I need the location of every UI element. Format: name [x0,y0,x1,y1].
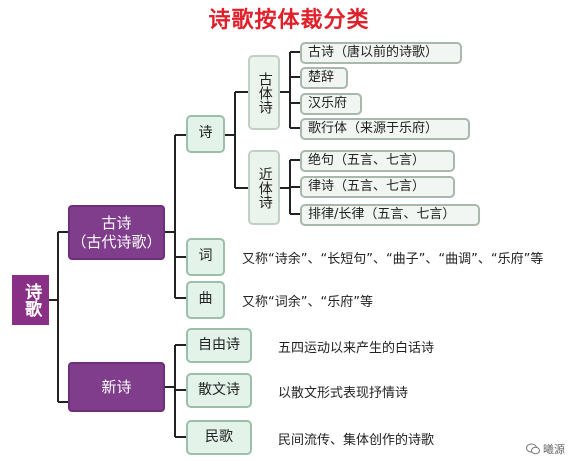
jinti-item-lvshi: 律诗（五言、七言） [300,176,455,198]
qu-description: 又称“词余”、“乐府”等 [242,294,373,310]
guti-item-chuci: 楚辞 [300,67,348,89]
ci-description: 又称“诗余”、“长短句”、“曲子”、“曲调”、“乐府”等 [242,251,544,267]
ziyoushi-node: 自由诗 [186,328,252,363]
sanwenshi-description: 以散文形式表现抒情诗 [278,385,409,401]
guti-item-gexingti: 歌行体（来源于乐府） [300,118,470,140]
xinshi-node: 新诗 [68,362,165,412]
page-title: 诗歌按体裁分类 [208,8,370,33]
gushi-node: 古诗 （古代诗歌） [68,205,165,260]
jinti-item-pailv: 排律/长律（五言、七言） [300,204,480,226]
guti-item-hanyuefu: 汉乐府 [300,93,362,115]
guti-node: 古体诗 [248,55,280,130]
sanwenshi-node: 散文诗 [186,373,252,408]
root-node: 诗歌 [12,275,49,325]
minge-description: 民间流传、集体创作的诗歌 [278,432,435,448]
ziyoushi-description: 五四运动以来产生的白话诗 [278,340,435,356]
ci-node: 词 [186,238,225,276]
shi-node: 诗 [186,115,225,153]
qu-node: 曲 [186,281,225,319]
wechat-icon [526,443,540,455]
minge-node: 民歌 [186,420,252,455]
guti-item-gushi: 古诗（唐以前的诗歌） [300,42,462,64]
gushi-sublabel: （古代诗歌） [71,232,162,251]
watermark-text: 曦源 [543,443,565,456]
jinti-node: 近体诗 [248,150,280,225]
watermark: 曦源 [526,440,565,458]
gushi-label: 古诗 [101,213,132,232]
jinti-item-jueju: 绝句（五言、七言） [300,150,455,172]
